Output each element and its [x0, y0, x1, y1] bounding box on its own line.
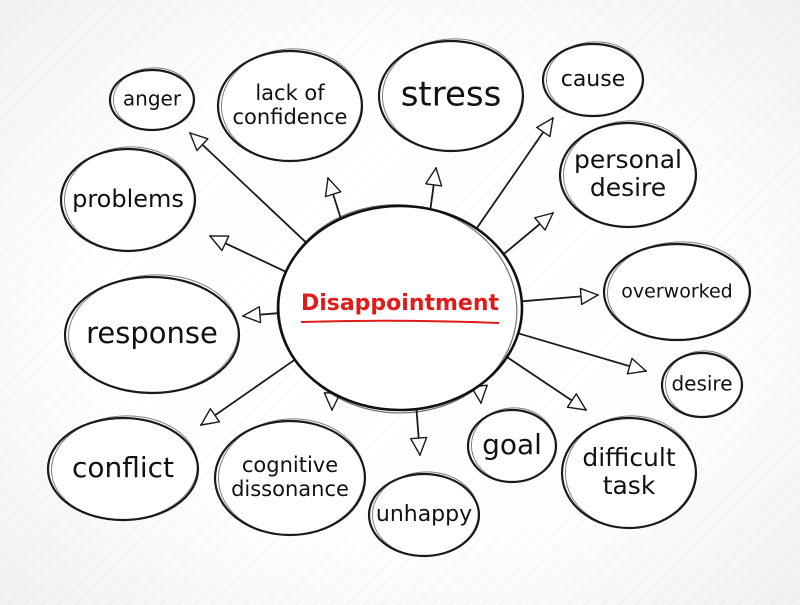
node-bubble-sketch [545, 41, 643, 117]
arrowhead-difficult-task [566, 393, 587, 411]
node-bubble-sketch [562, 120, 696, 228]
node-label: desire [671, 372, 732, 396]
arrowhead-stress [425, 167, 443, 187]
node-label: anger [123, 87, 182, 111]
node-label: desire [590, 173, 666, 202]
node-desire: desire [660, 350, 744, 419]
connector-anger [189, 132, 308, 244]
central-topic-label: Disappointment [301, 291, 500, 316]
node-label: goal [482, 428, 542, 461]
node-label: response [86, 316, 218, 350]
node-problems: problems [59, 146, 197, 253]
node-bubble-sketch [63, 146, 195, 252]
arrowhead-desire [626, 357, 647, 375]
arrowhead-conflict [200, 408, 221, 426]
arrowhead-overworked [579, 287, 599, 306]
node-label: unhappy [376, 502, 472, 527]
node-label: confidence [233, 105, 348, 129]
node-bubble-sketch [50, 415, 198, 521]
connector-cause [475, 117, 554, 230]
node-stress: stress [377, 38, 525, 153]
node-label: overworked [621, 281, 732, 303]
central-topic-underline [300, 319, 500, 324]
node-label: cognitive [242, 453, 338, 477]
node-label: cause [561, 67, 626, 92]
node-label: lack of [255, 81, 325, 105]
arrowhead-personal-desire [534, 212, 554, 231]
node-bubble-sketch [470, 407, 556, 483]
node-conflict: conflict [46, 415, 200, 522]
arrowhead-unhappy [410, 436, 428, 456]
node-response: response [63, 274, 241, 395]
node-label: problems [72, 185, 184, 213]
node-goal: goal [466, 407, 558, 484]
node-bubble-sketch [220, 48, 362, 162]
arrowhead-anger [189, 132, 209, 152]
node-bubble-sketch [564, 415, 696, 529]
node-bubble-sketch [112, 67, 194, 131]
node-bubble-sketch [68, 274, 239, 394]
connectors [189, 117, 647, 456]
arrowhead-problems [209, 235, 230, 252]
node-anger: anger [108, 67, 196, 132]
node-bubble-sketch [371, 471, 479, 557]
central-bubble-sketch [278, 204, 518, 414]
node-label: dissonance [231, 477, 349, 501]
node-cause: cause [541, 41, 645, 118]
arrowhead-response [242, 305, 262, 324]
node-unhappy: unhappy [367, 471, 481, 558]
central-topic: Disappointment [276, 204, 524, 414]
node-label: personal [574, 145, 682, 174]
connector-desire [517, 332, 647, 372]
arrowhead-cause [536, 117, 554, 138]
arrowhead-lack-of-confidence [324, 177, 342, 198]
node-overworked: overworked [602, 241, 752, 342]
node-label: task [603, 471, 656, 500]
node-bubble-sketch [217, 418, 365, 536]
connector-conflict [200, 358, 296, 426]
node-label: conflict [72, 451, 174, 484]
node-label: difficult [582, 443, 676, 472]
node-bubble-sketch [381, 38, 523, 152]
node-bubble-sketch [606, 241, 750, 341]
central-bubble [276, 204, 524, 412]
node-bubble-sketch [664, 350, 742, 418]
node-label: stress [401, 75, 502, 115]
